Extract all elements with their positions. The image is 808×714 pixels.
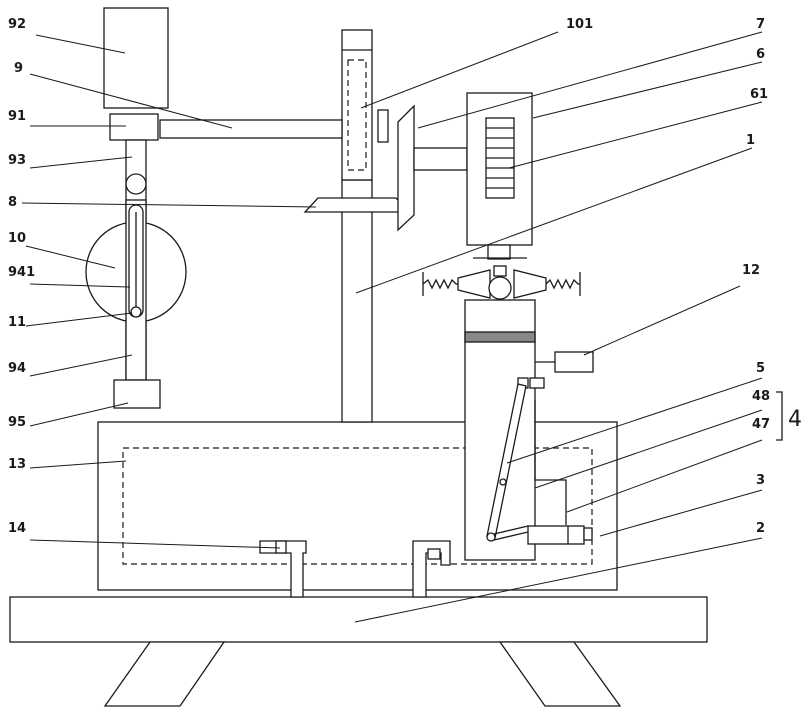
label-61: 61 [750, 87, 768, 102]
label-8: 8 [8, 195, 17, 210]
label-95: 95 [8, 415, 26, 430]
label-2: 2 [756, 521, 765, 536]
label-14: 14 [8, 521, 26, 536]
label-91: 91 [8, 109, 26, 124]
label-92: 92 [8, 17, 26, 32]
base-frame [10, 597, 707, 706]
group-4-bracket [776, 392, 782, 440]
label-5: 5 [756, 361, 765, 376]
label-93: 93 [8, 153, 26, 168]
horizontal-arm [160, 120, 342, 138]
tray [305, 198, 410, 212]
label-6: 6 [756, 47, 765, 62]
label-3: 3 [756, 473, 765, 488]
label-11: 11 [8, 315, 26, 330]
label-48: 48 [752, 389, 770, 404]
right-mechanism [398, 93, 532, 259]
left-assembly [86, 8, 186, 408]
left-leg [105, 642, 224, 706]
label-1: 1 [746, 133, 755, 148]
label-941: 941 [8, 265, 35, 280]
label-10: 10 [8, 231, 26, 246]
housing-box [98, 422, 617, 590]
right-leg [500, 642, 620, 706]
label-9: 9 [14, 61, 23, 76]
label-101: 101 [566, 17, 593, 32]
label-12: 12 [742, 263, 760, 278]
main-column [342, 30, 388, 422]
label-94: 94 [8, 361, 26, 376]
label-4: 4 [788, 407, 802, 432]
label-13: 13 [8, 457, 26, 472]
label-47: 47 [752, 417, 770, 432]
label-7: 7 [756, 17, 765, 32]
